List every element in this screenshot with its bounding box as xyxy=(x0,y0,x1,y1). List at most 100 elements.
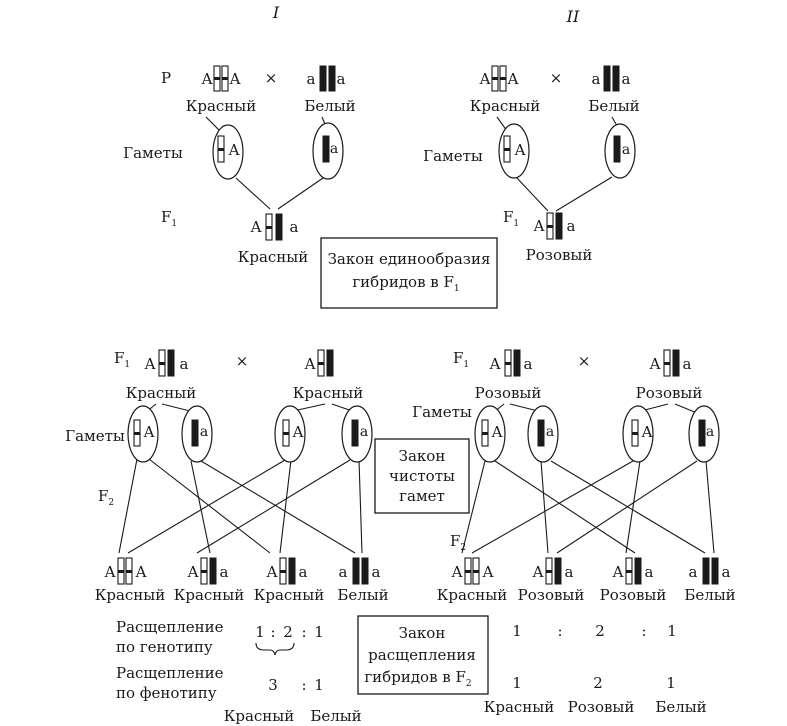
purity-law-line3: гамет xyxy=(399,487,445,505)
allele-label: A xyxy=(304,355,316,373)
phenotype-label: Красный xyxy=(224,707,295,725)
f1-label: F1 xyxy=(453,349,469,370)
segregation-law-line1: Закон xyxy=(399,624,446,642)
allele-label: a xyxy=(546,424,554,440)
ratio-number: 1 xyxy=(667,622,677,640)
phenotype-label: Белый xyxy=(655,698,706,716)
allele-label: a xyxy=(722,563,731,581)
allele-label: a xyxy=(567,217,576,235)
allele-label: a xyxy=(622,70,631,88)
law-boxes xyxy=(320,237,498,695)
allele-label: A xyxy=(533,217,545,235)
phenotype-label: Розовый xyxy=(475,384,542,402)
allele-label: A xyxy=(292,423,304,441)
allele-label: a xyxy=(683,355,692,373)
allele-label: A xyxy=(612,563,624,581)
ratio-number: 1 xyxy=(512,674,522,692)
p-generation-label: P xyxy=(161,69,171,87)
ratio-number: 1 xyxy=(314,676,324,694)
phenotype-label: Красный xyxy=(484,698,555,716)
allele-label: A xyxy=(266,563,278,581)
phenotype-label: Красный xyxy=(254,586,325,604)
brace-bracket xyxy=(255,642,295,656)
allele-label: A xyxy=(649,355,661,373)
allele-label: A xyxy=(135,563,147,581)
allele-label: A xyxy=(641,423,653,441)
allele-label: A xyxy=(491,423,503,441)
phenotype-label: Розовый xyxy=(568,698,635,716)
allele-label: a xyxy=(337,70,346,88)
phenotype-label: Красный xyxy=(95,586,166,604)
cross-symbol: × xyxy=(550,69,563,87)
phenotype-label: Розовый xyxy=(518,586,585,604)
allele-label: A xyxy=(143,423,155,441)
ratio-colon: : xyxy=(301,623,306,641)
uniformity-law-box xyxy=(320,237,498,309)
allele-label: A xyxy=(250,218,262,236)
phenotype-ratio-left: 3 : 1 xyxy=(268,676,324,694)
phenotype-ratio-label-line2: по фенотипу xyxy=(116,684,217,702)
f1-label: F1 xyxy=(161,208,177,229)
allele-label: A xyxy=(104,563,116,581)
gametes-label: Гаметы xyxy=(123,144,183,162)
phenotype-label: Красный xyxy=(126,384,197,402)
cross-symbol: × xyxy=(265,69,278,87)
allele-label: A xyxy=(451,563,463,581)
phenotype-label: Красный xyxy=(238,248,309,266)
allele-label: a xyxy=(372,563,381,581)
purity-law-box xyxy=(374,438,470,514)
ratio-colon: : xyxy=(641,622,646,640)
allele-label: a xyxy=(330,141,338,157)
f1-label: F1 xyxy=(114,349,130,370)
allele-label: A xyxy=(489,355,501,373)
allele-label: a xyxy=(524,355,533,373)
phenotype-label: Белый xyxy=(310,707,361,725)
chromosomes xyxy=(117,65,719,585)
genotype-ratio-label-line1: Расщепление xyxy=(116,618,224,636)
allele-label: A xyxy=(228,141,240,159)
gametes-label: Гаметы xyxy=(423,147,483,165)
ratio-number: 2 xyxy=(283,623,293,641)
genotype-ratio-label-line2: по генотипу xyxy=(116,638,213,656)
phenotype-label: Красный xyxy=(293,384,364,402)
f2-label: F2 xyxy=(450,532,466,553)
phenotype-label: Красный xyxy=(437,586,508,604)
allele-label: a xyxy=(645,563,654,581)
allele-label: A xyxy=(144,355,156,373)
phenotype-ratio-right: 1 2 1 xyxy=(512,674,676,692)
allele-label: A xyxy=(229,70,241,88)
allele-label: a xyxy=(689,563,698,581)
phenotype-label: Белый xyxy=(304,97,355,115)
phenotype-label: Розовый xyxy=(636,384,703,402)
allele-label: A xyxy=(514,141,526,159)
allele-label: a xyxy=(220,563,229,581)
ratio-colon: : xyxy=(301,676,306,694)
segregation-law-line2: расщепления xyxy=(368,646,476,664)
allele-label: a xyxy=(360,424,368,440)
purity-law-line2: чистоты xyxy=(389,467,455,485)
allele-label: a xyxy=(339,563,348,581)
purity-law-line1: Закон xyxy=(399,447,446,465)
phenotype-label: Красный xyxy=(470,97,541,115)
allele-label: A xyxy=(507,70,519,88)
allele-label: a xyxy=(622,142,630,158)
phenotype-label: Белый xyxy=(684,586,735,604)
ratio-number: 1 xyxy=(255,623,265,641)
allele-label: a xyxy=(565,563,574,581)
cross-symbol: × xyxy=(578,352,591,370)
ratio-number: 1 xyxy=(512,622,522,640)
ratio-number: 2 xyxy=(593,674,603,692)
allele-label: a xyxy=(307,70,316,88)
segregation-law-line3: гибридов в F2 xyxy=(364,668,471,689)
segregation-law-box xyxy=(357,615,489,695)
f2-label: F2 xyxy=(98,487,114,508)
allele-label: A xyxy=(532,563,544,581)
allele-label: A xyxy=(187,563,199,581)
phenotype-label: Белый xyxy=(588,97,639,115)
f1-label: F1 xyxy=(503,208,519,229)
phenotype-label: Белый xyxy=(337,586,388,604)
section-numeral-two: II xyxy=(566,7,580,26)
ratio-colon: : xyxy=(270,623,275,641)
allele-label: a xyxy=(180,355,189,373)
